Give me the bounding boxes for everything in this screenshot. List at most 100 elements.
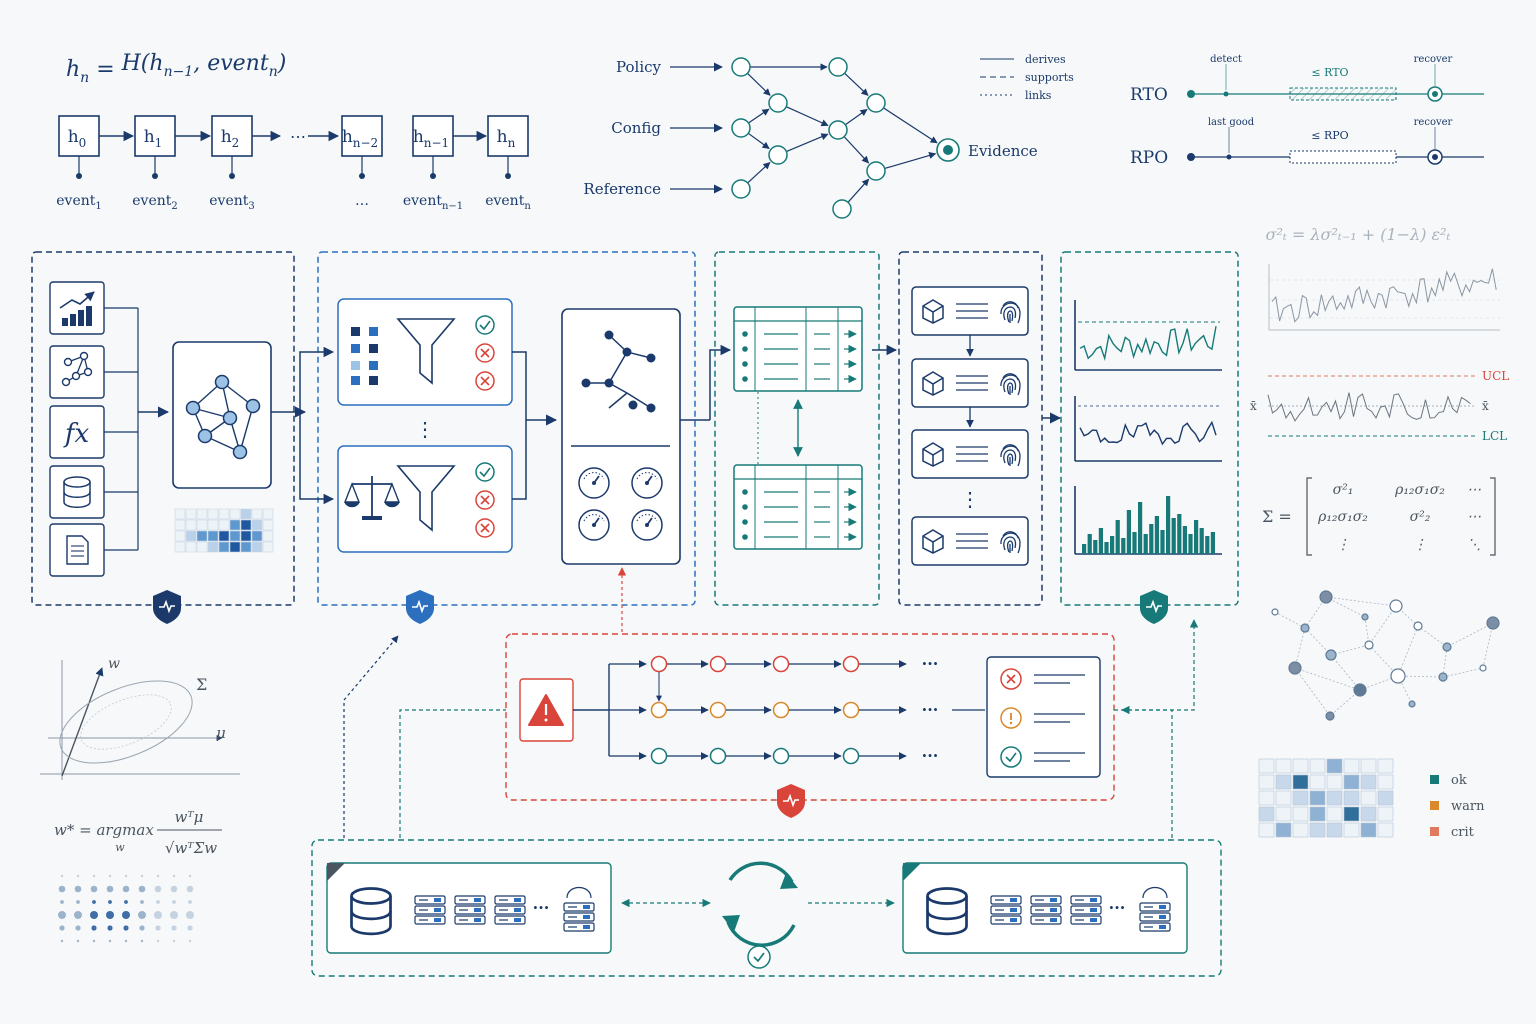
density-dot bbox=[154, 911, 162, 919]
histogram-bar bbox=[1132, 532, 1137, 554]
shield-icon bbox=[1139, 589, 1169, 625]
hash-formula-eq: = bbox=[89, 57, 121, 82]
tree-icon-node bbox=[622, 347, 632, 357]
x-mark bbox=[480, 523, 490, 533]
severity-cell bbox=[1275, 806, 1292, 822]
network-edge bbox=[1397, 625, 1419, 677]
lineage-legend-1: supports bbox=[1025, 71, 1074, 84]
lineage-legend-0: derives bbox=[1025, 53, 1066, 66]
table-row-dot bbox=[742, 361, 748, 367]
stage-filter-frame bbox=[317, 251, 696, 606]
severity-cell bbox=[1309, 806, 1326, 822]
density-dot bbox=[122, 885, 130, 893]
severity-cell bbox=[1377, 806, 1394, 822]
hash-node-label-4-base: h bbox=[413, 127, 424, 147]
heatmap-cell bbox=[218, 530, 230, 542]
feedback-dotted-arrow bbox=[343, 635, 399, 838]
heatmap-cell bbox=[185, 519, 197, 531]
check-mark bbox=[753, 952, 765, 963]
severity-cell bbox=[1275, 758, 1292, 774]
bar-chart-icon bbox=[59, 291, 95, 326]
lineage-target: Evidence bbox=[968, 142, 1038, 160]
network-icon bbox=[61, 351, 93, 387]
heatmap-cell bbox=[207, 519, 219, 531]
trend-series-1 bbox=[1079, 326, 1217, 362]
event-dot bbox=[152, 173, 158, 179]
histogram-bar bbox=[1093, 540, 1098, 554]
retry-node bbox=[650, 747, 668, 765]
gauge-icon-hub bbox=[592, 523, 596, 527]
hash-node-label-0: h0 bbox=[68, 127, 87, 150]
event-label-0-sub: 1 bbox=[95, 201, 101, 212]
hash-node-label-2: h2 bbox=[221, 127, 240, 150]
objective-den: √wᵀΣw bbox=[165, 839, 217, 857]
lineage-edge bbox=[747, 161, 771, 184]
density-dot bbox=[60, 939, 64, 943]
density-dot bbox=[124, 900, 128, 904]
lineage-edge bbox=[884, 151, 937, 170]
lineage-edge bbox=[844, 108, 868, 126]
matrix-icon-cell bbox=[369, 344, 378, 353]
density-dot bbox=[124, 874, 128, 878]
network-edge bbox=[1330, 654, 1361, 691]
hash-node-label-2-sub: 2 bbox=[232, 136, 240, 150]
network-edge bbox=[1325, 596, 1397, 607]
density-dot bbox=[188, 939, 192, 943]
server-ellipsis: ··· bbox=[1109, 898, 1126, 917]
density-dot bbox=[74, 911, 82, 919]
branch-arrow bbox=[295, 346, 335, 413]
site-corner bbox=[903, 863, 921, 881]
lineage-source-2: Reference bbox=[583, 180, 661, 198]
x-mark bbox=[480, 376, 490, 386]
chain-ellipsis: ⋯ bbox=[290, 127, 306, 146]
severity-cell bbox=[1292, 758, 1309, 774]
check-mark bbox=[479, 320, 491, 331]
density-dot bbox=[108, 874, 112, 878]
heatmap-cell bbox=[207, 541, 219, 553]
tree-icon-node bbox=[646, 353, 656, 363]
event-label-2-base: event bbox=[209, 193, 248, 209]
density-dot bbox=[92, 900, 96, 904]
heatmap-cell bbox=[229, 541, 241, 553]
network-node bbox=[1361, 613, 1369, 621]
network-icon-node bbox=[71, 371, 81, 381]
network-node bbox=[1319, 590, 1333, 604]
matrix-icon-cell bbox=[351, 344, 360, 353]
gauge-icon-scale bbox=[583, 514, 605, 522]
event-dot bbox=[430, 173, 436, 179]
matrix-icon-cell bbox=[351, 361, 360, 370]
matrix-cell: ρ₁₂σ₁σ₂ bbox=[1394, 482, 1445, 498]
histogram-bar bbox=[1210, 532, 1215, 554]
lineage-node bbox=[866, 161, 886, 181]
center-label-right: x̄ bbox=[1482, 399, 1489, 413]
network-icon-node bbox=[83, 367, 93, 377]
matrix-bracket-left bbox=[1306, 477, 1312, 556]
bar-chart-icon-bar bbox=[62, 318, 68, 326]
mu-label: μ bbox=[216, 724, 226, 742]
gauge-icon-scale bbox=[636, 514, 658, 522]
severity-label-1: warn bbox=[1451, 799, 1485, 814]
matrix-icon-cell bbox=[369, 327, 378, 336]
bar-chart-icon-bar bbox=[86, 306, 92, 326]
table-row-dot bbox=[742, 534, 748, 540]
filter-ellipsis: ⋮ bbox=[415, 417, 435, 441]
w-axis bbox=[61, 667, 104, 777]
density-dot bbox=[186, 911, 194, 919]
rpo-left-mark: last good bbox=[1208, 117, 1255, 128]
rto-recover-dot bbox=[1432, 91, 1438, 97]
check-circle-icon bbox=[1000, 746, 1022, 768]
hash-formula-arg_sub: n−1 bbox=[164, 64, 194, 80]
event-label-1: event2 bbox=[132, 193, 178, 212]
histogram-bar bbox=[1110, 536, 1115, 554]
histogram-bar bbox=[1082, 544, 1087, 554]
shield-icon bbox=[152, 589, 182, 625]
heatmap-cell bbox=[229, 530, 241, 542]
severity-cell bbox=[1360, 758, 1377, 774]
graph-card-node bbox=[232, 444, 248, 460]
severity-cell bbox=[1377, 822, 1394, 838]
density-dot bbox=[140, 900, 144, 904]
hash-node-label-5-base: h bbox=[497, 127, 508, 147]
